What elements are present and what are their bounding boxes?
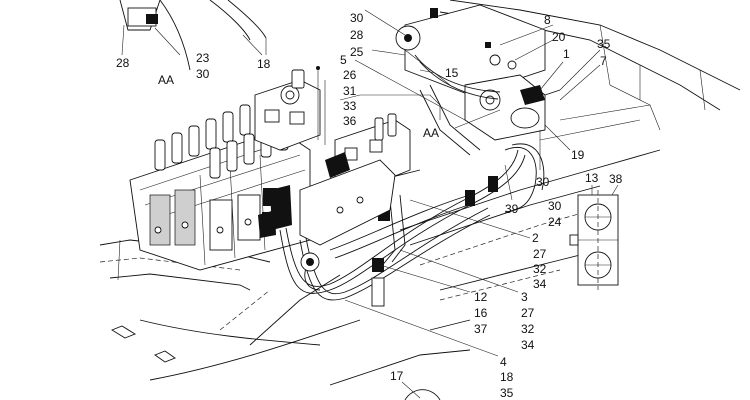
callout-4: 4 bbox=[500, 355, 507, 369]
callout-1: 1 bbox=[563, 47, 570, 61]
callout-34: 34 bbox=[533, 277, 547, 291]
callout-28: 28 bbox=[350, 28, 364, 42]
floor-tab-left bbox=[111, 325, 176, 363]
callout-20: 20 bbox=[552, 30, 566, 44]
callout-labels: 28 23 30 18 AA 30 28 25 5 26 31 33 36 15… bbox=[116, 11, 623, 400]
callout-37: 37 bbox=[474, 322, 488, 336]
callout-8: 8 bbox=[544, 13, 551, 27]
boom-bracket bbox=[299, 152, 396, 246]
callout-34: 34 bbox=[521, 338, 535, 352]
clamp-detail bbox=[569, 190, 619, 290]
callout-38: 38 bbox=[609, 172, 623, 186]
callout-18: 18 bbox=[500, 370, 514, 384]
callout-5: 5 bbox=[340, 53, 347, 67]
callout-24: 24 bbox=[548, 215, 562, 229]
callout-35: 35 bbox=[597, 37, 611, 51]
pilot-valve-block bbox=[464, 74, 561, 141]
frame-outline bbox=[99, 0, 741, 386]
callout-30: 30 bbox=[350, 11, 364, 25]
rotary-manifold bbox=[395, 4, 546, 96]
bottom-fitting bbox=[404, 389, 441, 400]
callout-18: 18 bbox=[257, 57, 271, 71]
callout-25: 25 bbox=[350, 45, 364, 59]
callout-30: 30 bbox=[196, 67, 210, 81]
view-label-aa: AA bbox=[158, 73, 174, 87]
callout-23: 23 bbox=[196, 51, 210, 65]
callout-35: 35 bbox=[500, 386, 514, 400]
callout-27: 27 bbox=[521, 306, 535, 320]
callout-13: 13 bbox=[585, 171, 599, 185]
callout-17: 17 bbox=[390, 369, 404, 383]
callout-2: 2 bbox=[532, 231, 539, 245]
callout-39: 39 bbox=[505, 202, 519, 216]
center-valve-upper bbox=[254, 66, 326, 151]
callout-26: 26 bbox=[343, 68, 357, 82]
callout-30: 30 bbox=[548, 199, 562, 213]
callout-27: 27 bbox=[533, 247, 547, 261]
callout-30: 30 bbox=[536, 175, 550, 189]
callout-12: 12 bbox=[474, 290, 488, 304]
callout-36: 36 bbox=[343, 114, 357, 128]
callout-32: 32 bbox=[533, 262, 547, 276]
callout-19: 19 bbox=[571, 148, 585, 162]
detail-aa-bracket bbox=[119, 0, 267, 71]
callout-31: 31 bbox=[343, 84, 357, 98]
callout-7: 7 bbox=[600, 54, 607, 68]
leader-lines bbox=[344, 9, 619, 399]
callout-15: 15 bbox=[445, 66, 459, 80]
callout-33: 33 bbox=[343, 99, 357, 113]
view-label-aa: AA bbox=[423, 126, 439, 140]
callout-28: 28 bbox=[116, 56, 130, 70]
callout-3: 3 bbox=[521, 290, 528, 304]
callout-16: 16 bbox=[474, 306, 488, 320]
callout-32: 32 bbox=[521, 322, 535, 336]
